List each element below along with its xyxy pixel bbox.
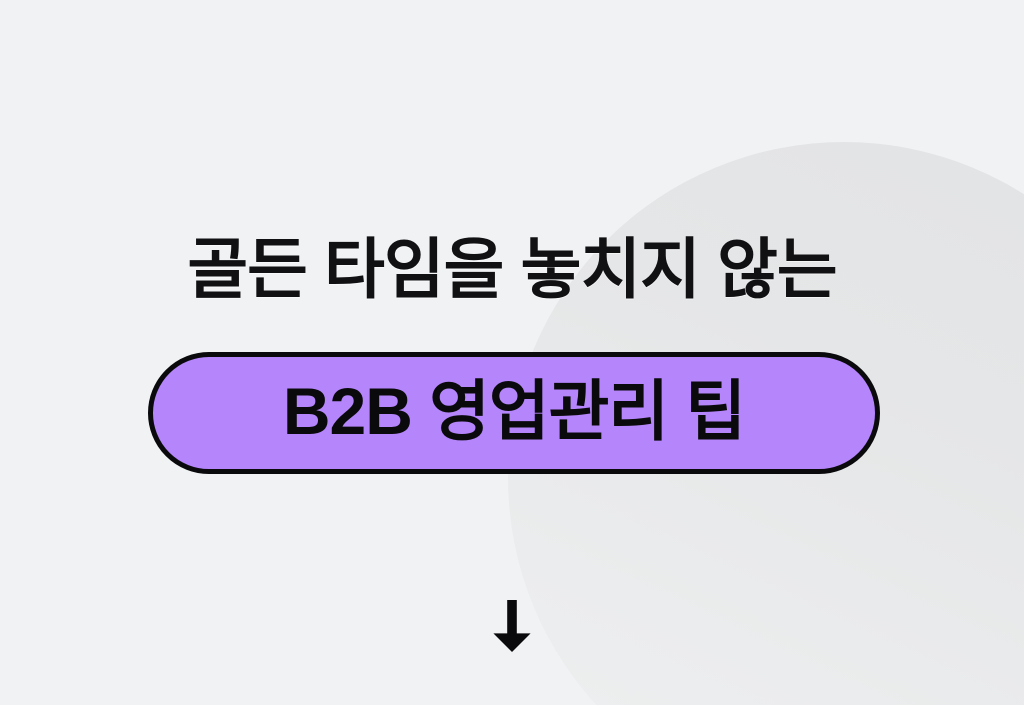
title-badge: B2B 영업관리 팁 — [148, 352, 880, 474]
headline-text: 골든 타임을 놓치지 않는 — [187, 232, 837, 306]
title-badge-label: B2B 영업관리 팁 — [282, 374, 746, 448]
scroll-hint — [0, 600, 1024, 652]
arrow-down-icon — [493, 600, 531, 652]
